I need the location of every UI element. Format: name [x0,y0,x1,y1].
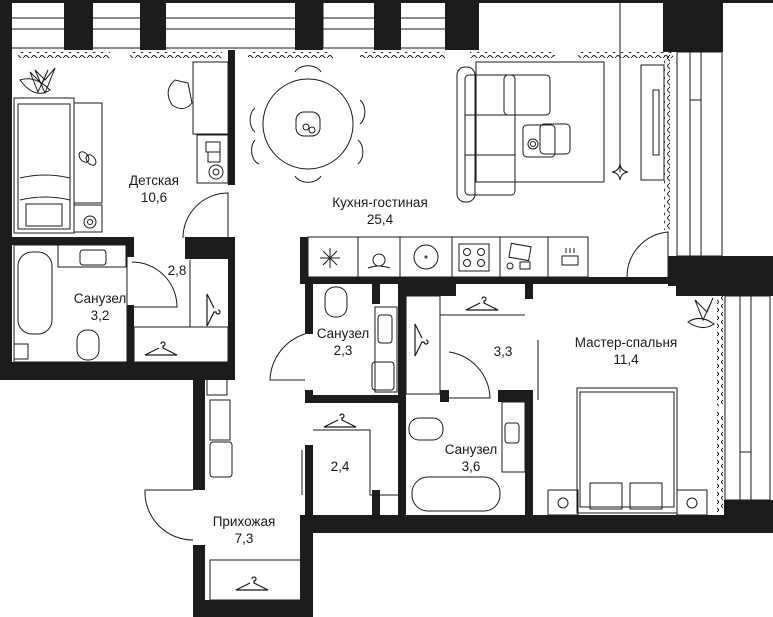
closet3 [301,413,398,496]
kitchen-balcony-door[interactable] [626,231,669,278]
cooktop-icon [458,243,490,272]
fridge-snowflake-icon [320,248,340,268]
washbasin-icon [377,314,393,344]
dishwasher-icon [367,253,391,269]
sofa-icon [456,61,605,203]
bathtub-icon [17,251,53,335]
hallway-furniture [206,374,304,601]
bath1-fixtures [13,244,128,363]
tv-cabinet-icon [640,64,665,181]
kitchen-counter [307,236,589,278]
bed-icon [13,97,75,234]
bath3-fixtures [408,401,526,512]
curtains [18,52,723,512]
closet2 [405,295,539,400]
washbasin-icon [504,422,520,444]
room-label-closet3: 2,4 [330,459,350,474]
kids-door[interactable] [182,192,229,239]
room-label-hall: Прихожая 7,3 [212,514,276,546]
closet1 [133,260,229,363]
windows-right [676,51,771,501]
toilet-icon [76,329,100,361]
entrance-door[interactable] [144,489,194,541]
room-label-bath1: Санузел 3,2 [73,291,127,323]
room-label-kids: Детская 10,6 [128,173,180,205]
cutting-board-icon [506,242,532,270]
oven-pot-icon [561,248,579,266]
pendant-lamp-icon [611,0,629,181]
bath2-door[interactable] [269,333,306,381]
dining-table-icon [249,65,366,183]
room-label-bath2: Санузел 2,3 [316,326,370,358]
master-bed-icon [547,387,708,516]
room-label-closet2: 3,3 [493,344,513,359]
bath1-door[interactable] [131,261,178,308]
room-label-kitchen: Кухня-гостиная 25,4 [332,195,428,227]
room-label-master: Мастер-спальня 11,4 [574,335,678,367]
washbasin-icon [79,249,107,266]
sink-icon [413,244,439,270]
desk-icon [192,61,229,135]
bathtub-icon [411,476,501,512]
closet2-door[interactable] [448,351,491,399]
bath2-fixtures [324,286,398,393]
rug [475,61,605,183]
room-label-closet1: 2,8 [167,263,187,278]
room-label-bath3: Санузел 3,6 [444,442,498,474]
plant-icon [29,69,715,328]
toilet-icon [408,417,444,441]
toilet-icon [324,286,348,318]
kids-furniture [13,61,229,234]
washing-machine-icon [371,361,395,391]
